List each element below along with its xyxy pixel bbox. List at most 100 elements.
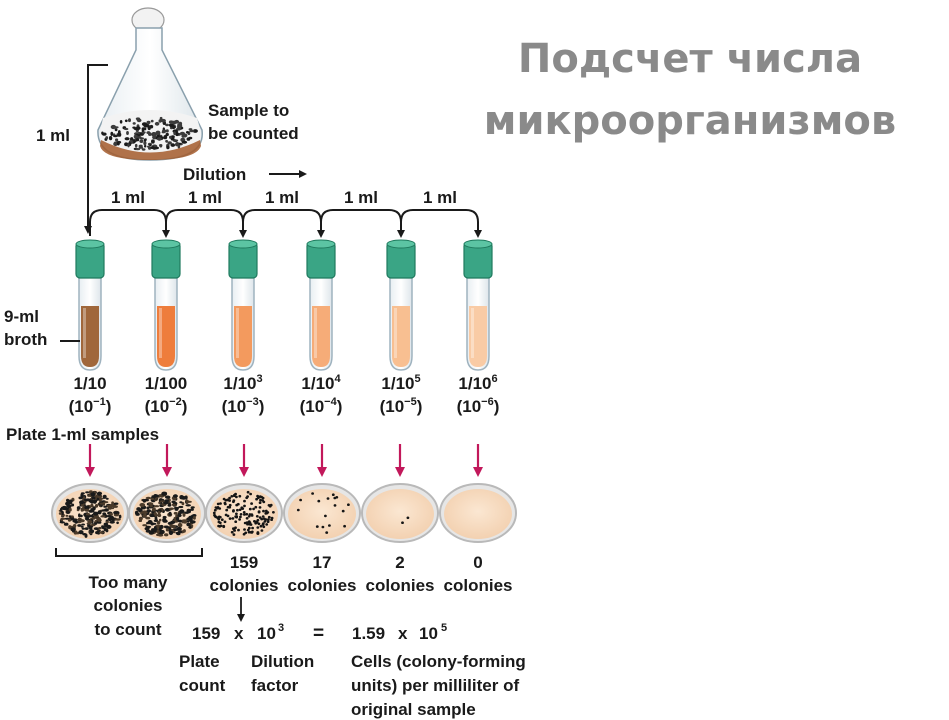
plate-colony: [222, 497, 226, 501]
plate-colony: [260, 495, 263, 499]
plate-colony: [347, 503, 350, 507]
plate-colony: [259, 524, 263, 528]
plate-colony: [250, 531, 254, 534]
plate-colony: [238, 518, 242, 521]
flask-transfer-arrow: [84, 64, 108, 234]
plate-colony: [218, 515, 222, 519]
plate-colony: [91, 496, 96, 500]
plate-colony: [181, 519, 187, 523]
plate-colony: [138, 519, 143, 522]
plate-colony: [68, 525, 72, 530]
plate-colony: [67, 518, 72, 522]
tube-cap-top: [386, 239, 416, 249]
plate-colony: [236, 502, 240, 506]
plate-colony: [243, 499, 246, 503]
plate-colony: [252, 507, 256, 511]
flask-colony: [169, 135, 172, 139]
tube-highlight: [159, 308, 162, 358]
eq-result-exp: 5: [441, 622, 447, 634]
plate-colony: [228, 503, 232, 507]
plate-colony: [406, 516, 410, 520]
flask-colony: [189, 129, 195, 133]
plate-colony: [185, 499, 189, 504]
title-line-1: Подсчет числа: [518, 36, 862, 82]
plate-colony: [77, 517, 82, 521]
plate-colony: [231, 517, 235, 520]
plate-colony: [232, 510, 235, 513]
tube-broth: [469, 306, 487, 367]
flask-colony: [168, 120, 174, 124]
plate-colony: [85, 513, 91, 516]
plate-colony: [245, 512, 249, 516]
plate-colony: [223, 520, 227, 524]
eq-times: x: [234, 624, 244, 643]
flask-colony: [155, 130, 161, 135]
plate-colony: [401, 521, 404, 524]
plate-colony: [264, 518, 268, 521]
plate-colony: [315, 525, 319, 528]
plate-colony: [256, 532, 260, 535]
plate-colony: [116, 521, 119, 525]
plate-colony: [171, 503, 176, 506]
eq-result-base: 1.59: [352, 624, 385, 643]
tube-dilution-power: (10−6): [457, 396, 500, 416]
plate-colony: [262, 525, 266, 529]
plate-colony: [146, 506, 150, 510]
plate-colony: [182, 512, 186, 517]
plate-colony: [147, 520, 153, 524]
plate-colony: [88, 525, 93, 530]
plate-colony: [156, 529, 160, 534]
plate-colony: [261, 515, 265, 518]
plate-colony: [238, 508, 242, 512]
transfer-arc: [320, 209, 405, 238]
flask-colony: [177, 144, 181, 149]
plate-colony: [265, 523, 269, 526]
tube-dilution-power: (10−3): [222, 396, 265, 416]
plate-colony: [66, 504, 72, 509]
plate-agar: [288, 489, 356, 539]
plate-colony: [237, 528, 240, 532]
plate-colony: [232, 494, 236, 498]
flask-colony: [124, 137, 130, 141]
plate-colony: [154, 494, 160, 498]
plate-colony: [256, 518, 260, 522]
plate-colony: [93, 527, 99, 530]
caption-count: count: [179, 676, 226, 695]
flask-colony: [113, 135, 118, 138]
flask-colony: [113, 142, 118, 146]
plate-colony-unit: colonies: [444, 576, 513, 595]
tube-6: [463, 239, 493, 371]
plate-colony: [104, 501, 109, 504]
plate-colony: [104, 524, 110, 528]
plate-colony: [190, 506, 195, 509]
plate-colony: [321, 525, 325, 529]
plate-colony: [156, 533, 161, 537]
plate-colony: [179, 501, 183, 504]
plate-colony: [100, 515, 106, 518]
flask-colony: [181, 140, 188, 144]
plate-colony: [84, 517, 90, 521]
plate-colony: [90, 517, 96, 520]
plate-colony: [145, 516, 151, 520]
plate-colony: [230, 530, 234, 534]
plate-colony: [156, 520, 161, 525]
plate-colony: [247, 530, 251, 534]
plate-colony: [58, 512, 62, 515]
flask-colony: [139, 139, 144, 143]
plate-colony: [176, 516, 180, 521]
plate-colony: [111, 507, 115, 510]
plate-colony: [99, 531, 104, 534]
plate-colony: [190, 520, 196, 524]
flask-colony: [110, 131, 114, 136]
plate-colony: [115, 518, 121, 521]
plate-colony: [148, 502, 154, 506]
caption-cells-1: Cells (colony-forming: [351, 652, 526, 671]
caption-factor: factor: [251, 676, 299, 695]
flask-colony: [165, 132, 169, 137]
tube-broth: [312, 306, 330, 367]
plate-colony: [232, 527, 235, 530]
flask-colony: [167, 141, 172, 145]
plate-colony: [80, 507, 85, 512]
plate-colony: [82, 496, 86, 499]
